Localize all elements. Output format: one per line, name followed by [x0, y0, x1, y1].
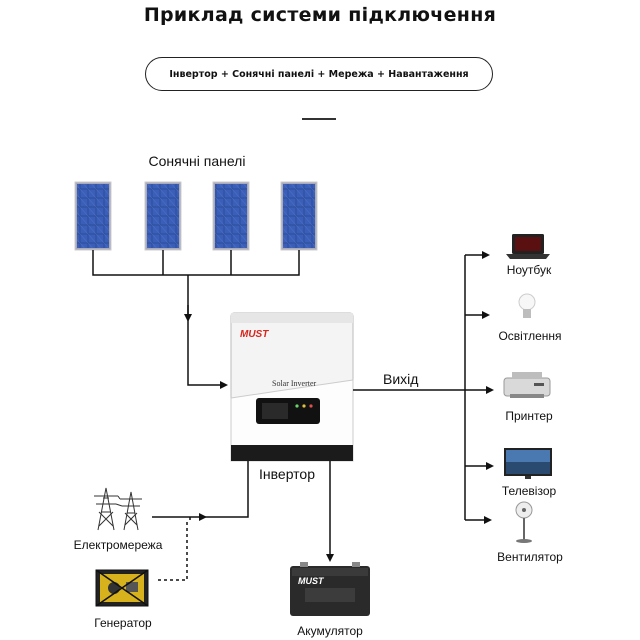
solar-panel-3: [212, 181, 250, 251]
output-label: Вихід: [383, 371, 419, 387]
tv-icon: [504, 448, 552, 479]
generator-icon: [95, 569, 149, 607]
fan-icon: [515, 501, 533, 543]
page-title: Приклад системи підключення: [143, 4, 497, 26]
generator-label: Генератор: [94, 616, 152, 630]
solar-panels-label: Сонячні панелі: [148, 153, 246, 169]
battery-label: Акумулятор: [297, 624, 363, 638]
load-label-printer: Принтер: [505, 409, 553, 423]
inverter-brand: MUST: [240, 329, 269, 340]
output-wiring: [353, 251, 494, 524]
battery-brand: MUST: [298, 576, 325, 586]
grid-label: Електромережа: [73, 538, 163, 552]
solar-panel-4: [280, 181, 318, 251]
solar-panel-2: [144, 181, 182, 251]
battery-icon: [290, 562, 370, 616]
title-divider: [302, 118, 336, 120]
generator-wiring: [158, 520, 188, 581]
solar-panel-1: [74, 181, 112, 251]
grid-wiring: [152, 461, 249, 521]
inverter-unit: [230, 312, 354, 462]
load-label-lighting: Освітлення: [498, 329, 562, 343]
inverter-model: Solar Inverter: [272, 379, 317, 388]
system-summary-badge: Інвертор + Сонячні панелі + Мережа + Нав…: [145, 57, 493, 91]
load-label-tv: Телевізор: [501, 484, 557, 498]
load-label-fan: Вентилятор: [497, 550, 563, 564]
power-tower-icon: [94, 487, 142, 531]
printer-icon: [503, 372, 551, 398]
inverter-label: Інвертор: [259, 466, 315, 482]
laptop-icon: [506, 234, 550, 259]
load-label-laptop: Ноутбук: [506, 263, 552, 277]
light-bulb-icon: [518, 293, 536, 318]
panel-wiring: [92, 250, 300, 389]
